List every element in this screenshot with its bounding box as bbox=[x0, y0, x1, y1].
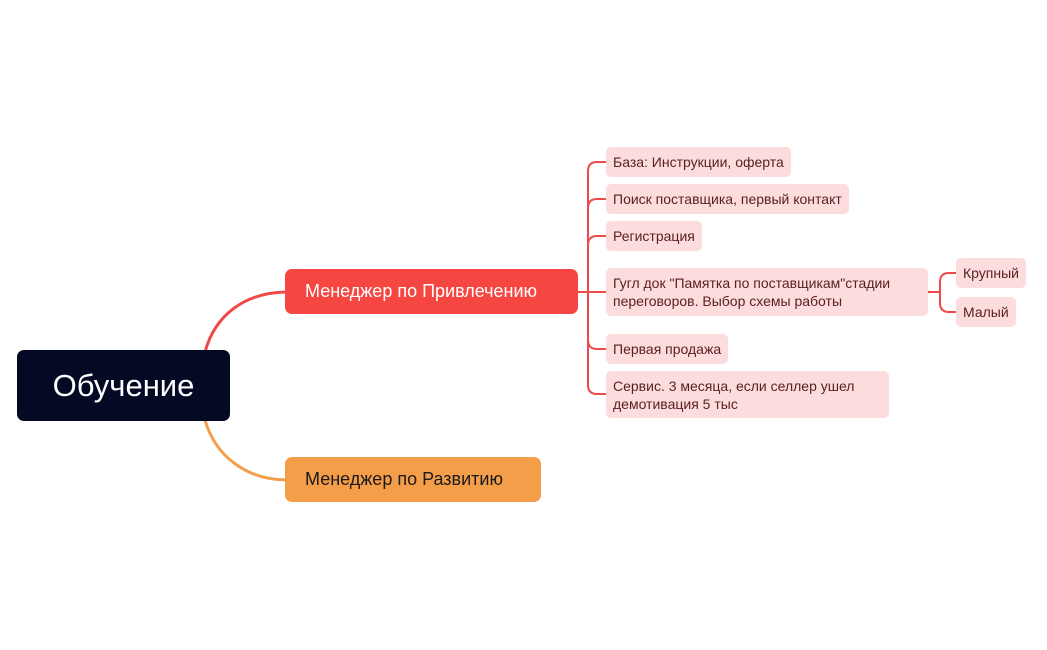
leaf-label: Сервис. 3 месяца, если селлер ушел демот… bbox=[613, 377, 855, 412]
leaf-node-service[interactable]: Сервис. 3 месяца, если селлер ушел демот… bbox=[606, 371, 889, 418]
link-sub-2 bbox=[939, 292, 956, 313]
subleaf-node-small[interactable]: Малый bbox=[956, 297, 1016, 327]
link-leaf-1 bbox=[587, 161, 606, 292]
branch-development-manager[interactable]: Менеджер по Развитию bbox=[285, 457, 541, 502]
link-root-recruitment bbox=[203, 290, 289, 353]
leaf-node-registration[interactable]: Регистрация bbox=[606, 221, 702, 251]
branch-label: Менеджер по Развитию bbox=[305, 469, 503, 489]
link-leaf-2 bbox=[587, 198, 606, 292]
leaf-label: База: Инструкции, оферта bbox=[613, 154, 784, 170]
root-node[interactable]: Обучение bbox=[17, 350, 230, 421]
link-leaf-6 bbox=[587, 292, 606, 395]
leaf-label: Гугл док "Памятка по поставщикам"стадии … bbox=[613, 275, 891, 309]
link-root-development bbox=[203, 419, 289, 482]
branch-recruitment-manager[interactable]: Менеджер по Привлечению bbox=[285, 269, 578, 314]
leaf-node-google-doc[interactable]: Гугл док "Памятка по поставщикам"стадии … bbox=[606, 268, 928, 316]
link-leaf-5 bbox=[587, 292, 606, 350]
root-label: Обучение bbox=[52, 367, 195, 403]
leaf-label: Малый bbox=[963, 304, 1009, 320]
link-leaf-3 bbox=[587, 235, 606, 292]
leaf-label: Первая продажа bbox=[613, 341, 722, 357]
branch-label: Менеджер по Привлечению bbox=[305, 281, 538, 301]
leaf-node-base[interactable]: База: Инструкции, оферта bbox=[606, 147, 791, 177]
subleaf-node-large[interactable]: Крупный bbox=[956, 258, 1026, 288]
link-sub-1 bbox=[939, 272, 956, 292]
leaf-node-first-sale[interactable]: Первая продажа bbox=[606, 334, 729, 364]
leaf-label: Поиск поставщика, первый контакт bbox=[613, 191, 842, 207]
leaf-node-supplier-search[interactable]: Поиск поставщика, первый контакт bbox=[606, 184, 849, 214]
leaf-label: Регистрация bbox=[613, 228, 695, 244]
leaf-label: Крупный bbox=[963, 265, 1019, 281]
